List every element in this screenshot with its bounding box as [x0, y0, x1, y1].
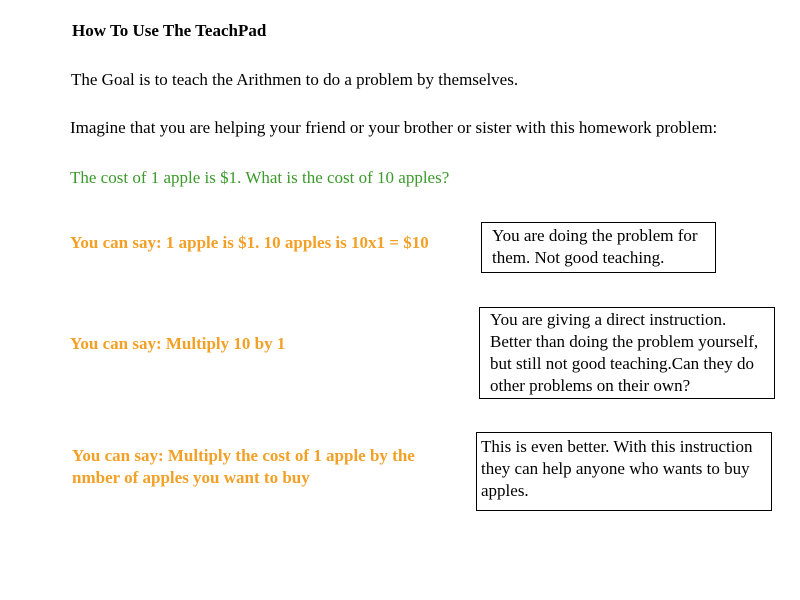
feedback-box-3: This is even better. With this instructi… — [476, 432, 772, 511]
problem-statement: The cost of 1 apple is $1. What is the c… — [70, 168, 450, 187]
imagine-text: Imagine that you are helping your friend… — [70, 118, 718, 137]
example-say-3: You can say: Multiply the cost of 1 appl… — [72, 446, 415, 487]
page-title: How To Use The TeachPad — [72, 21, 267, 40]
example-say-2: You can say: Multiply 10 by 1 — [70, 334, 286, 353]
example-say-1: You can say: 1 apple is $1. 10 apples is… — [70, 233, 429, 252]
goal-text: The Goal is to teach the Arithmen to do … — [71, 70, 519, 89]
feedback-box-1: You are doing the problem for them. Not … — [481, 222, 716, 273]
feedback-box-2: You are giving a direct instruction. Bet… — [479, 307, 775, 399]
